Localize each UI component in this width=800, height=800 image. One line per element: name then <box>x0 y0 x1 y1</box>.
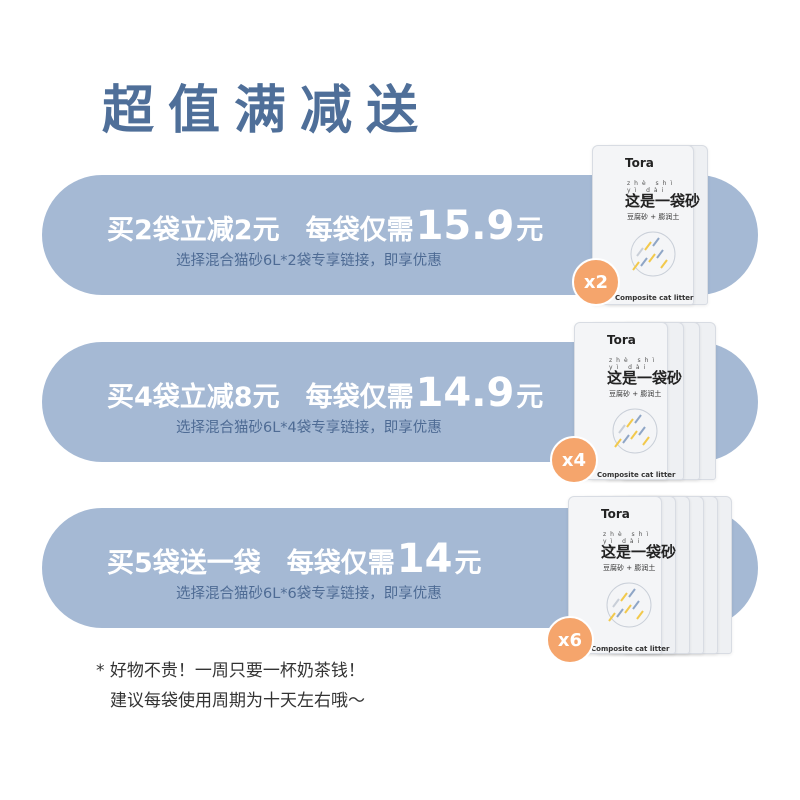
bag-product-name: 这是一袋砂 <box>601 543 677 561</box>
footnote: * 好物不贵！一周只要一杯奶茶钱！ 建议每袋使用周期为十天左右哦～ <box>96 656 365 716</box>
offer-price: 14 <box>396 536 453 582</box>
bag-pattern-graphic <box>612 408 658 454</box>
offer-headline: 买2袋立减2元 每袋仅需 15.9 元 <box>107 203 543 249</box>
bag-pinyin: zhè shì yì dài shā <box>627 180 677 201</box>
offer-subtext: 选择混合猫砂6L*2袋专享链接，即享优惠 <box>176 253 442 269</box>
page-title: 超值满减送 <box>102 81 433 141</box>
bag-english-name: Composite cat litter <box>615 294 694 302</box>
quantity-badge: x6 <box>546 616 594 664</box>
offer-subtext: 选择混合猫砂6L*4袋专享链接，即享优惠 <box>176 420 442 436</box>
offer-subtext: 选择混合猫砂6L*6袋专享链接，即享优惠 <box>176 586 442 602</box>
bag-tagline: 豆腐砂 + 膨润土 <box>627 213 680 221</box>
bag-english-name: Composite cat litter <box>597 471 676 479</box>
offer-price-unit: 元 <box>516 382 544 413</box>
quantity-badge: x2 <box>572 258 620 306</box>
bag-product-name: 这是一袋砂 <box>607 369 683 387</box>
offer-headline: 买5袋送一袋 每袋仅需 14 元 <box>107 536 481 582</box>
bag-pinyin: zhè shì yì dài shā <box>603 531 653 552</box>
quantity-badge: x4 <box>550 436 598 484</box>
bag-product-name: 这是一袋砂 <box>625 192 701 210</box>
bag-tagline: 豆腐砂 + 膨润土 <box>603 564 656 572</box>
bag-pinyin: zhè shì yì dài shā <box>609 357 659 378</box>
offer-price: 15.9 <box>415 203 515 249</box>
offer-price-unit: 元 <box>516 215 544 246</box>
footnote-line-1: * 好物不贵！一周只要一杯奶茶钱！ <box>96 661 365 681</box>
offer-discount-text: 买4袋立减8元 <box>107 382 280 413</box>
offer-per-bag-label: 每袋仅需 <box>305 382 414 413</box>
bag-brand: Tora <box>625 156 654 170</box>
offer-discount-text: 买5袋送一袋 <box>107 548 261 579</box>
bag-tagline: 豆腐砂 + 膨润土 <box>609 390 662 398</box>
bag-pattern-graphic <box>630 231 676 277</box>
footnote-line-2: 建议每袋使用周期为十天左右哦～ <box>110 691 365 711</box>
offer-per-bag-label: 每袋仅需 <box>305 215 414 246</box>
offer-headline: 买4袋立减8元 每袋仅需 14.9 元 <box>107 370 543 416</box>
bag-brand: Tora <box>607 333 636 347</box>
offer-discount-text: 买2袋立减2元 <box>107 215 280 246</box>
bag-brand: Tora <box>601 507 630 521</box>
offer-price: 14.9 <box>415 370 515 416</box>
offer-per-bag-label: 每袋仅需 <box>286 548 395 579</box>
bag-english-name: Composite cat litter <box>591 645 670 653</box>
bag-pattern-graphic <box>606 582 652 628</box>
offer-price-unit: 元 <box>454 548 482 579</box>
